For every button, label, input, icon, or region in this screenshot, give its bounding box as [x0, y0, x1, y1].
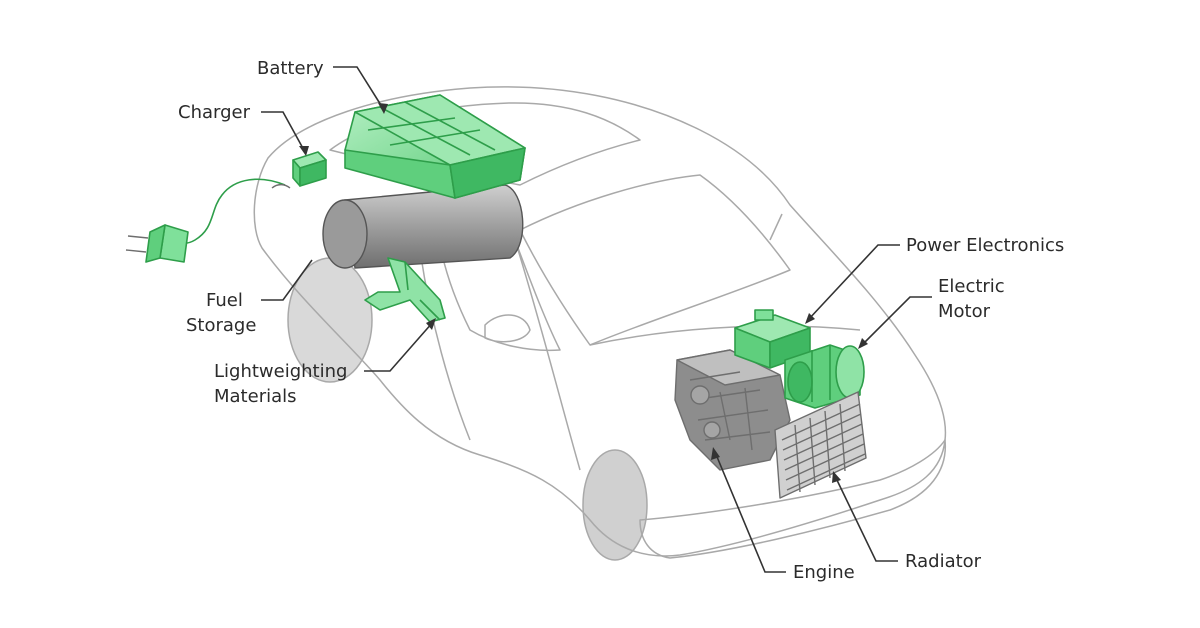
arrow-charger: [299, 146, 309, 156]
radiator-unit: [774, 391, 867, 499]
door-line-2: [514, 239, 581, 471]
hood-line: [589, 325, 861, 346]
arrow-battery: [378, 103, 388, 114]
label-charger: Charger: [178, 102, 251, 123]
leader-lines: [261, 66, 932, 573]
arrow-motor: [858, 338, 868, 349]
charging-plug: [125, 178, 291, 263]
label-lightweighting-line2: Materials: [214, 386, 297, 407]
arrow-power-electronics: [805, 313, 815, 324]
windshield: [519, 174, 791, 346]
label-radiator: Radiator: [905, 551, 982, 572]
label-fuel-line2: Storage: [186, 315, 256, 336]
side-mirror: [484, 314, 531, 343]
charger-unit: [292, 151, 327, 187]
antenna: [769, 213, 783, 241]
car-body: [253, 86, 947, 561]
arrow-engine: [711, 447, 720, 460]
label-power-electronics: Power Electronics: [906, 235, 1064, 256]
arrow-lightweighting: [426, 318, 436, 330]
front-wheel: [582, 449, 648, 561]
leader-engine: [714, 451, 786, 573]
label-lightweighting-line1: Lightweighting: [214, 361, 347, 382]
labels: Battery Charger Fuel Storage Lightweight…: [178, 58, 1064, 583]
electric-motor-unit: [784, 344, 865, 409]
lightweight-suspension-part: [364, 257, 446, 323]
leader-charger: [261, 111, 306, 153]
leader-battery: [333, 66, 385, 111]
label-motor-line1: Electric: [938, 276, 1005, 297]
leader-power-electronics: [807, 244, 900, 321]
leader-motor: [861, 296, 932, 346]
label-engine: Engine: [793, 562, 855, 583]
battery-pack: [344, 94, 526, 199]
door-line: [419, 249, 471, 441]
leader-radiator: [834, 475, 898, 562]
label-motor-line2: Motor: [938, 301, 991, 322]
label-battery: Battery: [257, 58, 324, 79]
fuel-storage-tank: [322, 184, 524, 269]
leader-lightweighting: [364, 321, 434, 372]
leader-fuel: [261, 259, 313, 301]
car-body-shell: [253, 86, 947, 557]
label-fuel-line1: Fuel: [206, 290, 243, 311]
front-bumper: [639, 439, 947, 559]
engine-block: [674, 349, 791, 471]
arrow-radiator: [832, 471, 841, 483]
